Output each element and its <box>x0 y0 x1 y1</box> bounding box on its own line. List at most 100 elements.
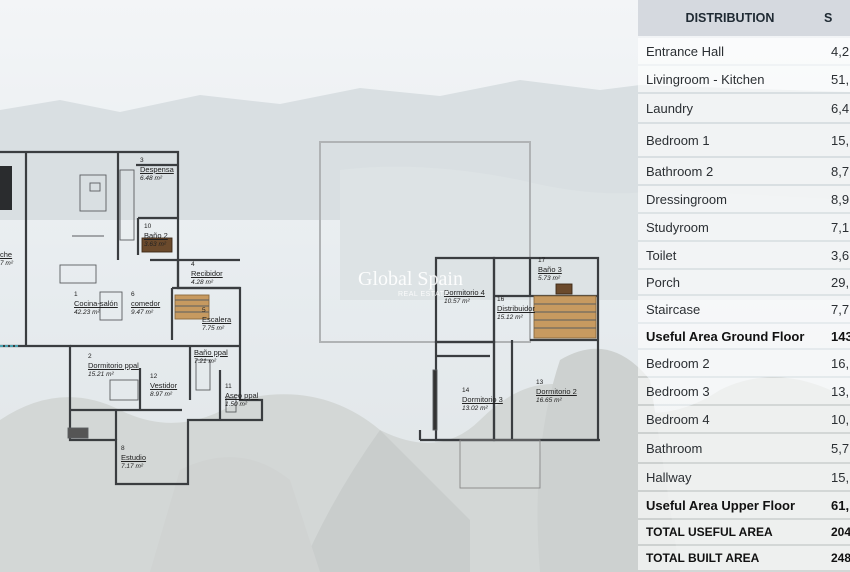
table-row-total: TOTAL BUILT AREA 248 <box>638 546 850 570</box>
row-label: Studyroom <box>646 219 709 235</box>
table-row: Dressingroom 8,9 <box>638 186 850 212</box>
room-label: Baño ppal 7.21 m² <box>194 348 228 366</box>
room-number: 5 <box>202 307 206 314</box>
watermark-logo: Global Spain <box>358 268 463 290</box>
room-number: 13 <box>536 379 544 386</box>
room-label: 2 Dormitorio ppal 15.21 m² <box>88 352 139 379</box>
room-name: Baño 2 <box>144 231 168 240</box>
table-row: Bedroom 2 16, <box>638 350 850 376</box>
row-value: 15, <box>831 469 850 485</box>
room-name: che <box>0 250 13 259</box>
header-surface: S <box>824 11 833 25</box>
room-area: 8.97 m² <box>150 391 173 398</box>
room-name: Vestidor <box>150 381 178 390</box>
row-value: 4,2 <box>831 43 850 59</box>
room-label: 6 comedor 9.47 m² <box>131 290 160 317</box>
row-value: 3,6 <box>831 247 850 263</box>
room-name: Cocina-salón <box>74 299 118 308</box>
room-name: Dormitorio 4 <box>444 288 485 297</box>
row-value: 5,7 <box>831 440 850 456</box>
table-row: Bedroom 1 15, <box>638 124 850 156</box>
room-area: 7.17 m² <box>121 463 144 470</box>
room-area: 13.02 m² <box>462 405 488 412</box>
room-name: Estudio <box>121 453 147 462</box>
room-area: 7.21 m² <box>194 358 217 365</box>
room-number: 17 <box>538 257 546 264</box>
table-row: Hallway 15, <box>638 464 850 490</box>
room-area: 16.65 m² <box>536 397 562 404</box>
row-value: 29, <box>831 274 850 290</box>
row-label: Bedroom 4 <box>646 411 710 427</box>
room-name: Distribuidor <box>497 304 535 313</box>
table-row: Bedroom 3 13, <box>638 378 850 404</box>
table-row: Livingroom - Kitchen 51, <box>638 66 850 92</box>
table-row: Laundry 6,4 <box>638 94 850 122</box>
row-value: 10, <box>831 411 850 427</box>
room-label: Dormitorio 4 10.57 m² <box>444 288 485 306</box>
room-number: 2 <box>88 353 92 360</box>
table-row-subtotal: Useful Area Ground Floor 143 <box>638 324 850 348</box>
table-row: Staircase 7,7 <box>638 296 850 322</box>
room-number: 11 <box>225 383 232 390</box>
room-label: 14 Dormitorio 3 13.02 m² <box>462 386 503 413</box>
row-value: 7,1 <box>831 219 850 235</box>
room-area: 7.75 m² <box>202 325 225 332</box>
room-area: 7 m² <box>0 260 13 267</box>
row-value: 13, <box>831 383 850 399</box>
room-area: 4.28 m² <box>191 279 214 286</box>
room-label: 13 Dormitorio 2 16.65 m² <box>536 378 577 405</box>
row-label: Toilet <box>646 247 677 263</box>
room-name: Aseo ppal <box>225 391 259 400</box>
room-number: 3 <box>140 157 144 164</box>
room-area: 42.23 m² <box>74 309 100 316</box>
table-row: Studyroom 7,1 <box>638 214 850 240</box>
room-label: 17 Baño 3 5.73 m² <box>538 256 562 283</box>
room-name: Baño ppal <box>194 348 228 357</box>
row-value: 204 <box>831 525 850 539</box>
distribution-table: DISTRIBUTION S Entrance Hall 4,2 Livingr… <box>638 0 850 572</box>
room-number: 16 <box>497 296 505 303</box>
room-label: 16 Distribuidor 15.12 m² <box>497 295 535 322</box>
header-distribution: DISTRIBUTION <box>685 11 775 25</box>
room-name: Recibidor <box>191 269 223 278</box>
row-value: 51, <box>831 71 850 87</box>
room-name: Despensa <box>140 165 174 174</box>
row-label: Bedroom 1 <box>646 132 710 148</box>
row-label: Laundry <box>646 100 693 116</box>
row-value: 15, <box>831 132 850 148</box>
table-row-total: TOTAL USEFUL AREA 204 <box>638 520 850 544</box>
table-header: DISTRIBUTION S <box>638 0 850 36</box>
room-label: 1 Cocina-salón 42.23 m² <box>74 290 118 317</box>
table-row: Bedroom 4 10, <box>638 406 850 432</box>
room-label: che 7 m² <box>0 250 13 268</box>
row-label: TOTAL USEFUL AREA <box>646 525 773 539</box>
ground-floor-plan <box>0 150 264 486</box>
room-label: 5 Escalera 7.75 m² <box>202 306 231 333</box>
row-label: Staircase <box>646 301 701 317</box>
room-name: Baño 3 <box>538 265 562 274</box>
row-value: 7,7 <box>831 301 850 317</box>
table-row: Bathroom 5,7 <box>638 434 850 462</box>
room-number: 4 <box>191 261 195 268</box>
room-name: Escalera <box>202 315 232 324</box>
row-value: 6,4 <box>831 100 850 116</box>
room-number: 1 <box>74 291 78 298</box>
room-label: 3 Despensa 6.48 m² <box>140 156 174 183</box>
room-name: comedor <box>131 299 161 308</box>
row-value: 248 <box>831 551 850 565</box>
room-area: 1.50 m² <box>225 401 248 408</box>
room-label: 11 Aseo ppal 1.50 m² <box>225 382 258 409</box>
room-area: 5.73 m² <box>538 275 561 282</box>
upper-void-outline <box>319 141 531 343</box>
room-number: 10 <box>144 223 152 230</box>
room-number: 14 <box>462 387 470 394</box>
table-row: Porch 29, <box>638 270 850 294</box>
row-label: Entrance Hall <box>646 43 725 59</box>
room-area: 15.21 m² <box>88 371 114 378</box>
room-area: 15.12 m² <box>497 314 523 321</box>
room-area: 10.57 m² <box>444 298 470 305</box>
row-value: 16, <box>831 355 850 371</box>
room-name: Dormitorio ppal <box>88 361 139 370</box>
upper-floor-furniture <box>432 283 597 489</box>
